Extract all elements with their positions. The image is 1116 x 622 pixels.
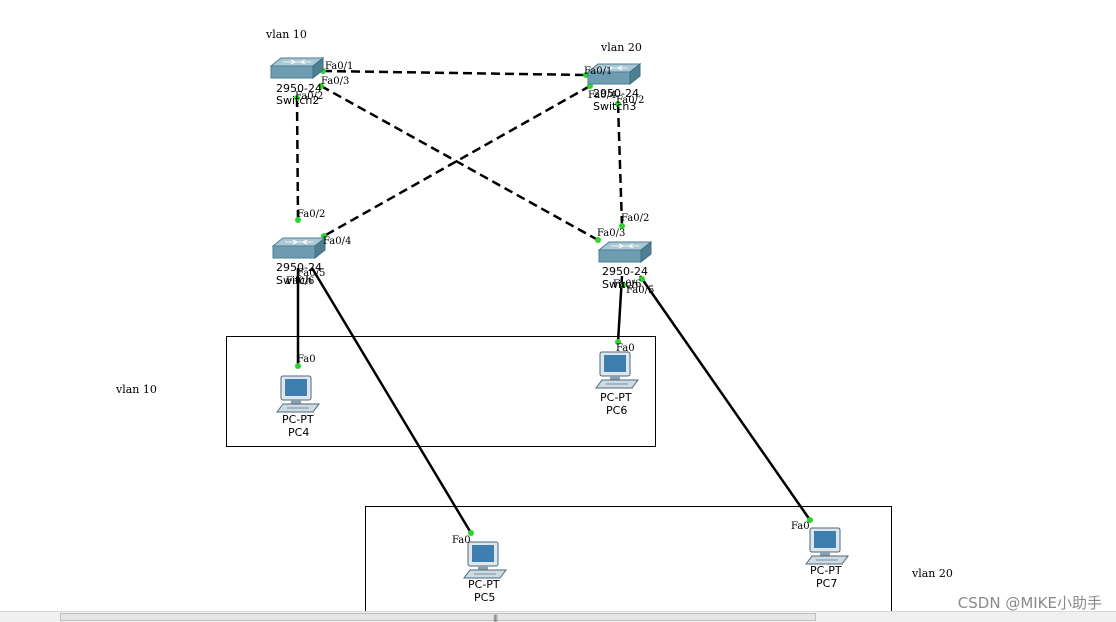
port-label: Fa0/2 [295,91,323,102]
port-label: Fa0/4 [588,90,616,101]
scrollbar-grip: ||| [493,614,498,622]
link-dot [587,83,593,89]
switch-icon [270,57,324,79]
switch-bottom-right-model: 2950-24 [602,265,648,278]
link-dot [639,276,645,282]
trunk-links [295,69,624,242]
port-label: Fa0/4 [323,236,351,247]
link-sw2-swbl[interactable] [295,97,300,221]
scrollbar-thumb[interactable]: ||| [60,613,816,622]
switch-icon [272,237,326,259]
vlan-label-top-left: vlan 10 [266,28,307,41]
link-dot [619,223,625,229]
link-dot [295,217,301,223]
port-label: Fa0/6 [613,279,641,290]
link-dot [620,282,626,288]
port-label: Fa0/6 [286,276,314,287]
access-links [296,267,812,534]
pc5-name: PC5 [474,591,495,604]
switch-icon [598,241,652,263]
link-dot [468,530,474,536]
link-dot [615,101,621,107]
link-swbl-pc5[interactable] [310,267,473,534]
pc7-name: PC7 [816,577,837,590]
link-dot [318,83,324,89]
link-sw3-swbr[interactable] [616,103,624,227]
switch-bottom-left-name: Switch [276,274,312,287]
pc6-name: PC6 [606,404,627,417]
switch3-model: 2950-24 [593,87,639,100]
switch-bottom-right[interactable] [598,241,652,263]
port-label: Fa0/2 [616,95,644,106]
port-label: Fa0/5 [297,268,325,279]
link-dot [295,363,301,369]
switch-bottom-left-model: 2950-24 [276,261,322,274]
switch-bottom-right-name: Switch [602,278,638,291]
pc6-model: PC-PT [600,391,632,404]
switch-bottom-left[interactable] [272,237,326,259]
port-label: Fa0/3 [597,228,625,239]
link-dot [595,237,601,243]
horizontal-scrollbar[interactable]: ||| [0,611,1116,622]
csdn-watermark: CSDN @MIKE小助手 [957,594,1102,612]
link-status-dots [294,68,813,536]
switch2-model: 2950-24 [276,82,322,95]
pc5-model: PC-PT [468,578,500,591]
port-label: Fa0 [616,343,635,354]
link-sw3-swbl[interactable] [323,84,591,238]
switch-switch2[interactable] [270,57,324,79]
vlan-region-top [226,336,656,447]
link-dot [615,339,621,345]
port-label: Fa0/1 [325,61,353,72]
link-dot [294,95,300,101]
link-dot [807,517,813,523]
switch3-name: Switch3 [593,100,636,113]
port-label: Fa0/3 [321,76,349,87]
port-label: Fa0 [791,521,810,532]
port-label: Fa0/2 [297,209,325,220]
port-label: Fa0/2 [621,213,649,224]
pc4-model: PC-PT [282,413,314,426]
pc7-model: PC-PT [810,564,842,577]
link-sw2-sw3[interactable] [322,69,587,77]
vlan-label-bottom-right: vlan 20 [912,567,953,580]
switch2-name: Switch2 [276,94,319,107]
vlan-region-bottom [365,506,892,621]
port-label: Fa0 [297,354,316,365]
link-swbr-pc7[interactable] [638,275,812,521]
link-sw2-swbr[interactable] [320,84,599,242]
vlan-label-mid-left: vlan 10 [116,383,157,396]
pc4-name: PC4 [288,426,309,439]
port-label: Fa0/5 [626,285,654,296]
port-label: Fa0 [452,535,471,546]
port-label: Fa0/1 [584,66,612,77]
vlan-label-top-right: vlan 20 [601,41,642,54]
